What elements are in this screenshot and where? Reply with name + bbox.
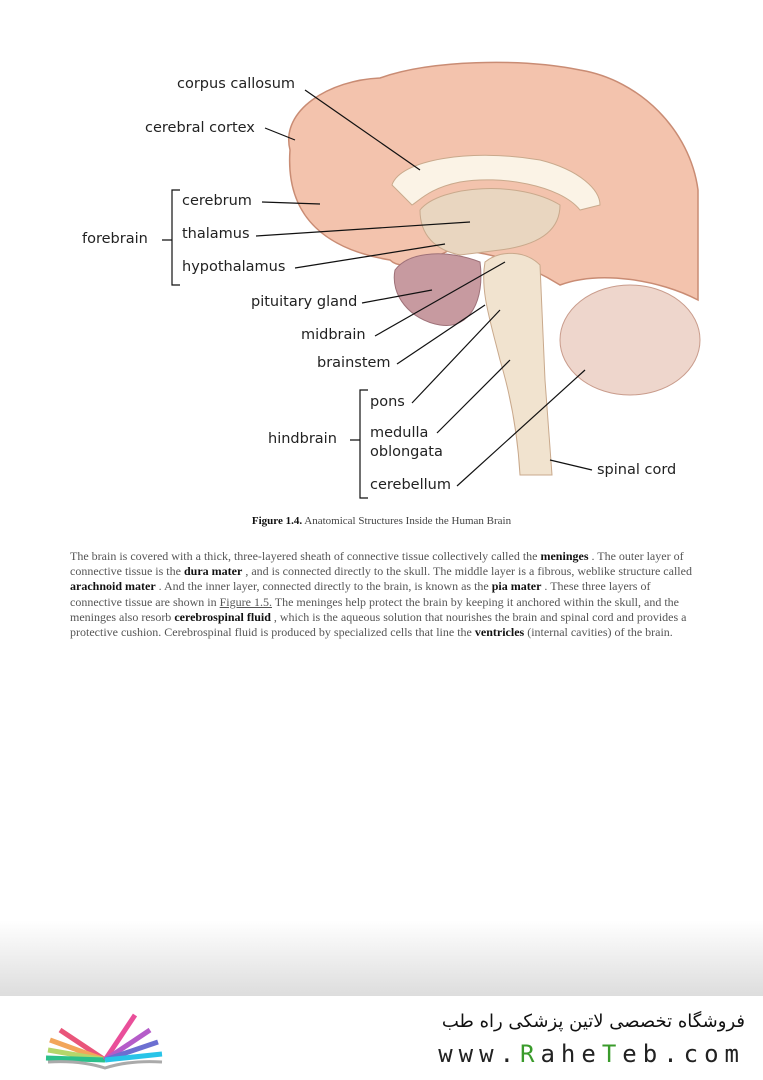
url-part: R — [520, 1040, 541, 1068]
text: (internal cavities) of the brain. — [524, 625, 673, 640]
text: The brain is covered with a thick, three… — [70, 549, 541, 563]
body-paragraph: The brain is covered with a thick, three… — [70, 549, 700, 640]
pituitary-shape — [393, 253, 482, 327]
brain-diagram — [162, 61, 701, 499]
cerebrum-shape — [287, 61, 699, 302]
term-ventricles: ventricles — [474, 625, 525, 640]
term-csf: cerebrospinal fluid — [174, 609, 271, 624]
label-spinal-cord: spinal cord — [597, 462, 677, 478]
leader-lines — [162, 89, 593, 499]
footer-banner: فروشگاه تخصصی لاتین پزشکی راه طب www.Rah… — [0, 996, 763, 1080]
figure-caption: Figure 1.4. Anatomical Structures Inside… — [0, 515, 763, 527]
caption-label: Figure 1.4. — [251, 515, 303, 527]
group-forebrain: forebrain — [82, 231, 148, 247]
book-logo-icon — [45, 1013, 163, 1070]
text: , and is connected directly to the skull… — [242, 564, 692, 579]
group-hindbrain: hindbrain — [268, 431, 337, 447]
text: , which is the aqueous solution that nou… — [70, 609, 687, 640]
label-pons: pons — [370, 394, 405, 410]
term-pia-mater: pia mater — [491, 579, 542, 594]
label-thalamus: thalamus — [182, 226, 250, 242]
thalamus-shape — [419, 188, 561, 256]
text: The meninges help protect the brain by k… — [70, 594, 679, 624]
label-brainstem: brainstem — [317, 355, 391, 371]
figure-link[interactable]: Figure 1.5. — [219, 594, 272, 609]
label-corpus-callosum: corpus callosum — [177, 76, 296, 92]
url-part: ahe — [540, 1040, 602, 1068]
term-meninges: meninges — [540, 549, 589, 563]
label-pituitary-gland: pituitary gland — [251, 294, 358, 310]
store-url[interactable]: www.RaheTeb.com — [438, 1040, 745, 1068]
label-hypothalamus: hypothalamus — [182, 259, 286, 275]
cerebellum-shape — [559, 284, 701, 396]
label-oblongata: oblongata — [370, 444, 443, 460]
store-name: فروشگاه تخصصی لاتین پزشکی راه طب — [441, 1011, 745, 1032]
url-part: eb.com — [622, 1040, 745, 1068]
text: . These three layers of connective tissu… — [70, 579, 651, 609]
brainstem-shape — [483, 252, 553, 476]
url-part: www. — [438, 1040, 521, 1068]
label-cerebrum: cerebrum — [182, 193, 252, 209]
label-cerebral-cortex: cerebral cortex — [145, 120, 255, 136]
term-arachnoid-mater: arachnoid mater — [70, 579, 156, 594]
label-midbrain: midbrain — [301, 327, 366, 343]
caption-text: Anatomical Structures Inside the Human B… — [302, 515, 512, 527]
corpus-callosum-shape — [391, 154, 601, 211]
label-medulla: medulla — [370, 425, 429, 441]
text: . And the inner layer, connected directl… — [155, 579, 492, 594]
term-dura-mater: dura mater — [183, 564, 243, 579]
url-part: T — [601, 1040, 623, 1068]
footer-shadow — [0, 920, 763, 996]
label-cerebellum: cerebellum — [370, 477, 451, 493]
text: . The outer layer of connective tissue i… — [70, 549, 684, 579]
